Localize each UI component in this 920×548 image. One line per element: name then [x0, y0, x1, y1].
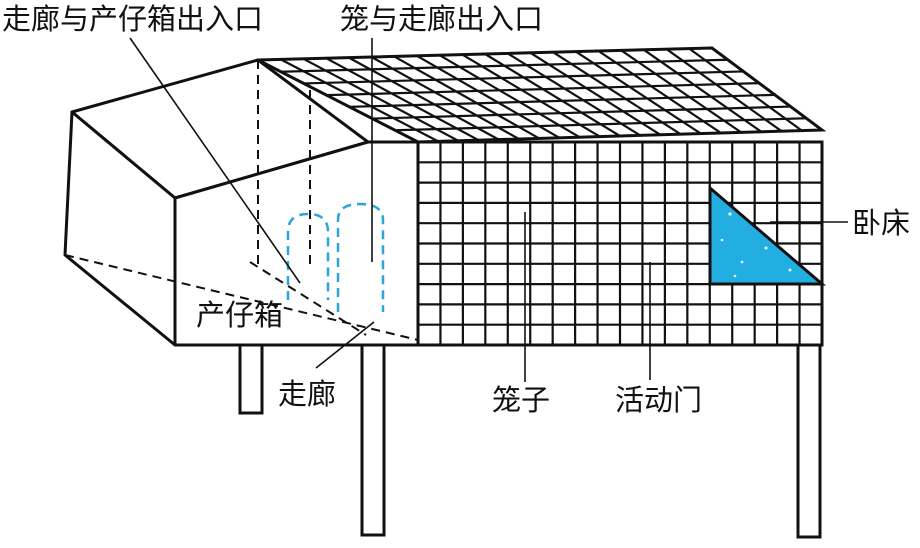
mesh-wire	[529, 51, 661, 136]
label-movable-door: 活动门	[615, 383, 702, 417]
label-nesting-box: 产仔箱	[196, 298, 283, 332]
label-resting-bed: 卧床	[852, 206, 910, 240]
label-cage: 笼子	[492, 383, 550, 417]
corridor-entrance-arch	[336, 202, 385, 312]
mesh-wire	[552, 51, 682, 136]
mesh-wire	[393, 55, 540, 140]
mesh-wire	[507, 52, 641, 137]
wire-mesh	[280, 47, 822, 345]
leg-right	[796, 343, 822, 539]
mesh-wire	[370, 56, 520, 140]
mesh-wire	[620, 49, 742, 134]
leader-corridor	[315, 321, 375, 369]
mesh-wire	[280, 58, 728, 73]
mesh-wire	[665, 48, 783, 133]
label-corridor: 走廊	[278, 377, 336, 411]
leg-left	[238, 343, 264, 415]
label-corridor-nest-entrance: 走廊与产仔箱出入口	[2, 2, 263, 36]
mesh-wire	[484, 53, 621, 137]
mesh-wire	[416, 54, 560, 139]
legs	[238, 343, 822, 539]
mesh-wire	[643, 48, 763, 133]
mesh-wire	[597, 50, 722, 134]
mesh-wire	[395, 117, 807, 132]
mesh-wire	[688, 47, 803, 132]
entrance-arches	[286, 202, 385, 312]
mesh-wire	[326, 82, 760, 97]
mesh-wire	[349, 93, 775, 108]
mesh-wire	[461, 53, 601, 138]
mesh-wire	[348, 56, 500, 141]
mesh-wire	[575, 50, 702, 135]
mesh-wire	[372, 105, 791, 120]
nesting-box	[63, 58, 420, 347]
resting-bed	[708, 184, 827, 286]
leader-lines	[129, 37, 848, 382]
label-cage-corridor-entrance: 笼与走廊出入口	[340, 2, 543, 36]
mesh-wire	[280, 58, 439, 143]
mesh-wire	[439, 54, 581, 139]
bed-speckles	[720, 212, 792, 278]
mesh-wire	[325, 57, 480, 142]
nest-entrance-arch	[286, 212, 330, 300]
leader-corridor-nest-entrance	[129, 37, 301, 284]
leg-middle	[360, 343, 386, 537]
hidden-edges	[64, 60, 419, 341]
mesh-wire	[303, 70, 744, 85]
mesh-wire	[302, 57, 459, 142]
